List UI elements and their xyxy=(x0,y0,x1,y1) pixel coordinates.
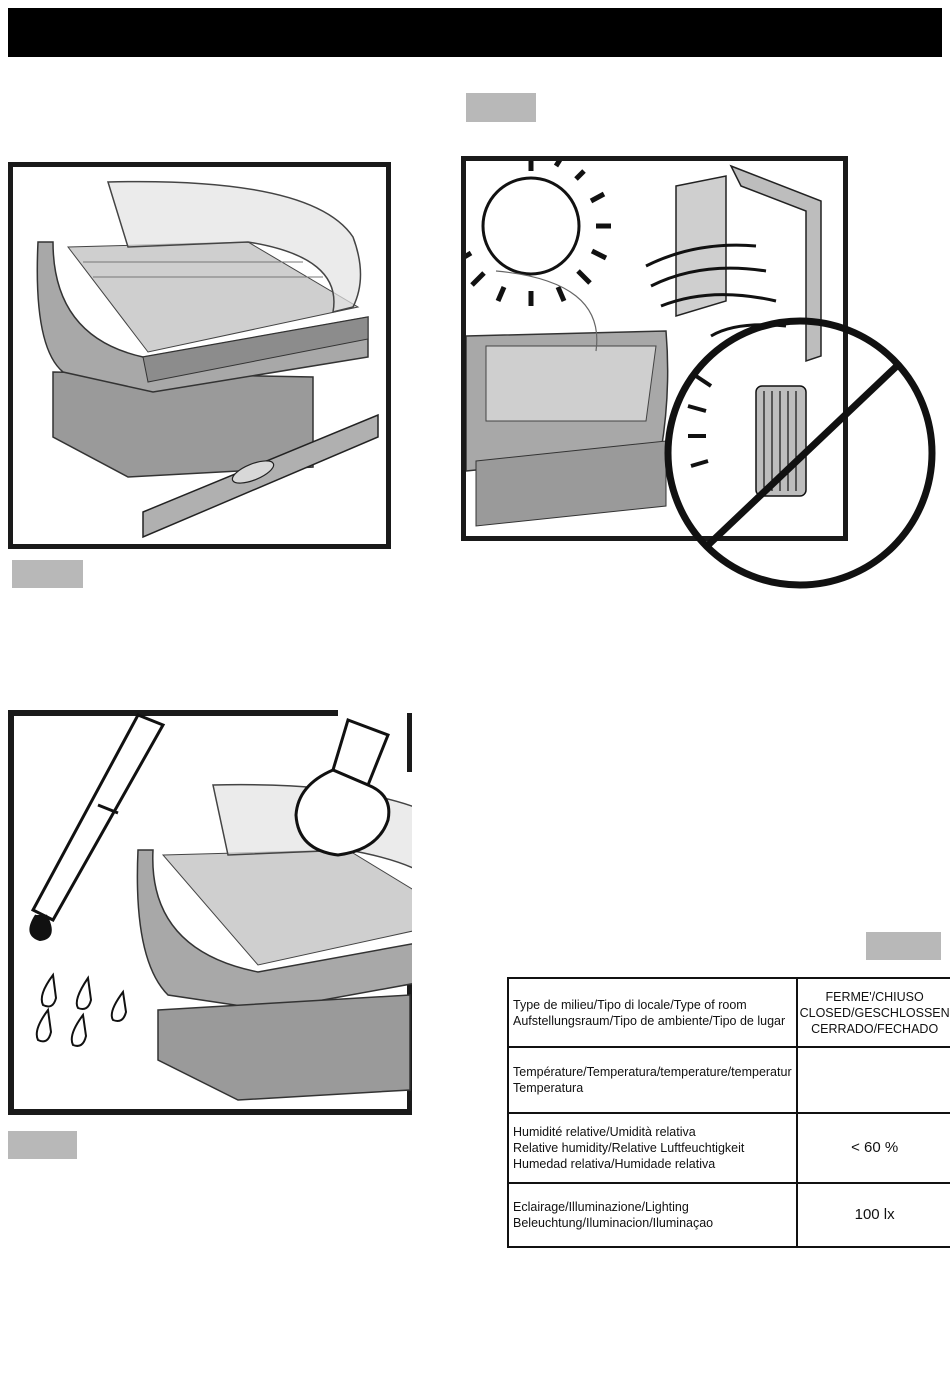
figure-avoid-drips-and-lamps xyxy=(8,710,489,1115)
table-line: Beleuchtung/Iluminacion/Iluminaçao xyxy=(513,1216,714,1230)
table-line: Relative humidity/Relative Luftfeuchtigk… xyxy=(513,1141,745,1155)
table-cell-value: 100 lx xyxy=(795,1182,950,1248)
figure-tag-drips xyxy=(8,1131,77,1159)
table-line: Eclairage/Illuminazione/Lighting xyxy=(513,1200,689,1214)
table-line: 100 lx xyxy=(854,1206,895,1223)
table-line: Aufstellungsraum/Tipo de ambiente/Tipo d… xyxy=(513,1013,786,1028)
figure-tag-table xyxy=(866,932,941,960)
room-conditions-table: Type de milieu/Tipo di locale/Type of ro… xyxy=(507,977,950,1248)
water-drops-icon xyxy=(35,972,128,1047)
table-cell-label: Type de milieu/Tipo di locale/Type of ro… xyxy=(507,977,798,1048)
table-line: Température/Temperatura/temperature/temp… xyxy=(513,1065,792,1079)
table-row: Température/Temperatura/temperature/temp… xyxy=(507,1046,950,1114)
table-cell-value: FERME'/CHIUSO CLOSED/GESCHLOSSEN CERRADO… xyxy=(795,977,950,1048)
figure-tag-level xyxy=(12,560,83,588)
table-line: Humedad relativa/Humidade relativa xyxy=(513,1157,716,1171)
figure-level-installation xyxy=(8,162,391,549)
figure-tag-top-right xyxy=(466,93,536,122)
open-door-draft-icon xyxy=(645,164,822,363)
table-cell-label: Température/Temperatura/temperature/temp… xyxy=(507,1046,798,1114)
table-cell-label: Eclairage/Illuminazione/Lighting Beleuch… xyxy=(507,1182,798,1248)
display-case-level-illustration xyxy=(36,180,379,539)
dripping-pipe-icon xyxy=(29,713,166,942)
table-cell-value: < 60 % xyxy=(795,1112,950,1184)
sun-icon xyxy=(466,161,611,306)
table-line: CERRADO/FECHADO xyxy=(811,1021,939,1036)
table-line: FERME'/CHIUSO xyxy=(825,989,924,1004)
drips-lamp-illustration xyxy=(8,710,489,1115)
table-line: < 60 % xyxy=(851,1139,899,1156)
prohibition-icon xyxy=(664,317,936,589)
table-line: Humidité relative/Umidità relativa xyxy=(513,1125,696,1139)
table-cell-label: Humidité relative/Umidità relativa Relat… xyxy=(507,1112,798,1184)
table-cell-value xyxy=(795,1046,950,1114)
table-line: Type de milieu/Tipo di locale/Type of ro… xyxy=(513,997,747,1012)
heat-sources-illustration xyxy=(466,161,822,527)
lamp-bulb-icon xyxy=(294,718,391,857)
table-row: Type de milieu/Tipo di locale/Type of ro… xyxy=(507,977,950,1048)
table-row: Humidité relative/Umidità relativa Relat… xyxy=(507,1112,950,1184)
table-row: Eclairage/Illuminazione/Lighting Beleuch… xyxy=(507,1182,950,1248)
section-header-bar xyxy=(8,8,942,57)
table-line: CLOSED/GESCHLOSSEN xyxy=(799,1005,950,1020)
table-line: Temperatura xyxy=(513,1081,584,1095)
